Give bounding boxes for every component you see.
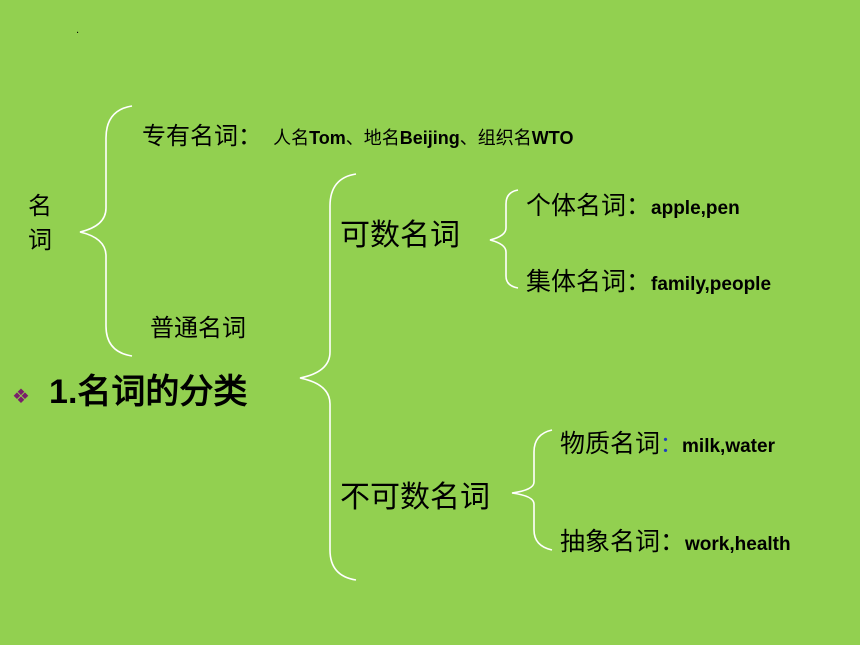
dot-mark: · (76, 28, 80, 39)
bullet-icon: ❖ (12, 384, 30, 408)
proper-noun-row: 专有名词： 人名Tom、地名Beijing、组织名WTO (142, 122, 574, 150)
collective-noun-row: 集体名词：family,people (526, 262, 771, 298)
noun-char-2: 词 (28, 226, 52, 254)
material-noun-label: 物质名词 (560, 429, 661, 458)
countable-brace (489, 189, 519, 289)
individual-noun-row: 个体名词：apple,pen (526, 186, 740, 222)
abstract-noun-label: 抽象名词： (560, 527, 686, 556)
noun-char-1: 名 (28, 192, 52, 220)
heading-title: 1.名词的分类 (49, 373, 248, 411)
material-noun-example: milk,water (682, 436, 775, 457)
heading-row: ❖ 1.名词的分类 (12, 364, 247, 413)
proper-noun-label: 专有名词： (142, 122, 262, 150)
abstract-noun-row: 抽象名词：work,health (560, 522, 791, 558)
noun-brace (79, 105, 133, 357)
countable-noun-label: 可数名词 (340, 218, 460, 253)
collective-noun-label: 集体名词： (526, 267, 652, 296)
common-brace (299, 173, 357, 581)
abstract-noun-example: work,health (685, 534, 791, 555)
individual-noun-example: apple,pen (651, 198, 740, 219)
collective-noun-example: family,people (651, 274, 772, 295)
uncountable-brace (511, 429, 553, 551)
material-colon: ： (660, 433, 683, 458)
individual-noun-label: 个体名词： (526, 191, 652, 220)
material-noun-row: 物质名词：milk,water (560, 424, 775, 460)
uncountable-noun-label: 不可数名词 (340, 480, 490, 515)
common-noun-label: 普通名词 (150, 314, 246, 342)
